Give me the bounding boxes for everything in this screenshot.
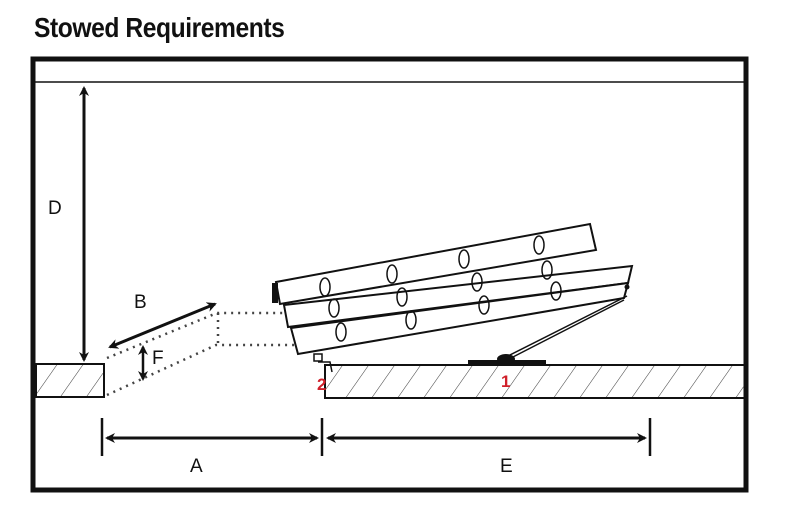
label-d: D xyxy=(48,198,62,219)
label-b: B xyxy=(134,292,147,313)
ramp-section-top xyxy=(274,222,598,306)
dimension-e xyxy=(326,418,652,456)
dimension-a xyxy=(100,418,324,456)
stowed-ramp-sections xyxy=(272,222,634,356)
hinge-pin xyxy=(313,353,323,362)
page-title: Stowed Requirements xyxy=(34,12,285,43)
label-a: A xyxy=(190,456,203,477)
dimension-b-arrow xyxy=(108,302,217,349)
callout-2: 2 xyxy=(317,375,326,394)
callout-1: 1 xyxy=(501,372,510,391)
label-f: F xyxy=(152,348,164,369)
left-floor-slab xyxy=(35,363,105,398)
diagram-frame xyxy=(30,56,749,493)
right-floor-slab xyxy=(318,361,746,399)
hinge-plate xyxy=(468,354,546,365)
support-strut xyxy=(507,295,628,359)
label-e: E xyxy=(500,456,513,477)
